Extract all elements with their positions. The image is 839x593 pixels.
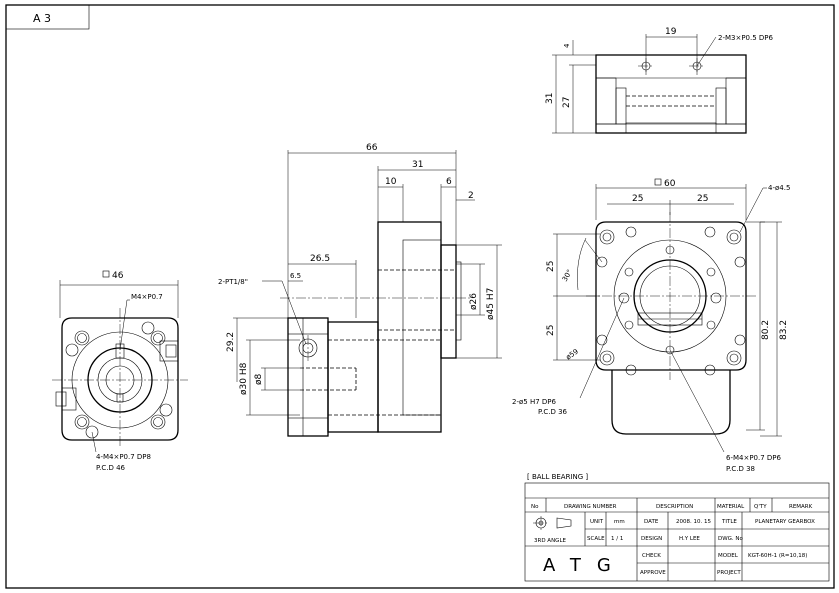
top-dim-19: 19 [665, 27, 677, 37]
sheet-id: A 3 [33, 12, 51, 25]
left-square-dimension: 46 [59, 270, 179, 318]
output-flange-view: 60 25 25 25 25 80.2 83.2 [512, 178, 790, 473]
flange-hole-note: 4-ø4.5 [768, 184, 790, 192]
left-hole-note-1: 4-M4×P0.7 DP8 [96, 453, 151, 461]
dim-2: 2 [468, 191, 474, 201]
title-value: PLANETARY GEARBOX [755, 519, 815, 525]
title-block: [ BALL BEARING ] No DRAWING NUMBER DESCR… [524, 473, 830, 582]
left-end-view: 46 M4×P0.7 4-M4×P0.7 DP8 P.C.D 46 [52, 270, 188, 472]
unit-label: UNIT [590, 519, 604, 525]
side-dimensions: 66 31 10 6 2 26.5 6.5 29.2 ø30 H8 [226, 143, 502, 416]
top-dim-4: 4 [563, 43, 571, 48]
date-label: DATE [644, 519, 659, 525]
scale-label: SCALE [587, 536, 605, 542]
header-drawing-number: DRAWING NUMBER [564, 504, 617, 510]
sheet-border [5, 4, 835, 589]
top-dim-27: 27 [562, 97, 572, 108]
design-value: H.Y LEE [679, 536, 700, 542]
model-value: KGT-60H-1 (R=10,18) [748, 553, 807, 559]
flange-dim-59: ø59 [565, 348, 580, 362]
pt-hole-label: 2-PT1/8" [218, 278, 248, 286]
dim-31: 31 [412, 160, 423, 170]
dim-45-h7: ø45 H7 [486, 288, 496, 320]
angle-label: 3RD ANGLE [534, 538, 567, 544]
approve-label: APPROVE [640, 570, 666, 576]
unit-value: mm [614, 519, 625, 525]
title-label: TITLE [721, 519, 737, 525]
dim-30-h8: ø30 H8 [239, 362, 249, 395]
project-label: PROJECT [717, 570, 741, 576]
left-hole-note-2: P.C.D 46 [96, 464, 126, 472]
flange-dim-80-2: 80.2 [761, 320, 771, 340]
dim-6-5: 6.5 [290, 272, 301, 280]
top-dim-31: 31 [545, 93, 555, 104]
header-remark: REMARK [789, 504, 813, 510]
flange-angle: 30° [561, 268, 574, 283]
dwg-label: DWG. No [718, 536, 744, 542]
dim-26: ø26 [469, 293, 479, 310]
flange-dim-25-top: 25 [546, 261, 556, 272]
flange-dim-25-bottom: 25 [546, 325, 556, 336]
model-label: MODEL [718, 553, 739, 559]
side-elevation-view: 66 31 10 6 2 26.5 6.5 29.2 ø30 H8 [218, 143, 502, 437]
sheet-id-box: A 3 [5, 4, 90, 30]
left-square-value: 46 [112, 271, 124, 281]
top-thread-note: 2-M3×P0.5 DP6 [718, 34, 774, 42]
flange-body-lower [611, 370, 731, 435]
flange-pin-note-1: 2-ø5 H7 DP6 [512, 398, 556, 406]
top-view: 19 31 27 4 2-M3×P0.5 DP6 [545, 27, 774, 134]
scale-value: 1 / 1 [611, 536, 623, 542]
flange-square-value: 60 [664, 179, 676, 189]
check-label: CHECK [642, 553, 661, 559]
dim-10: 10 [385, 177, 397, 187]
dim-66: 66 [366, 143, 378, 153]
side-body-outline [280, 221, 470, 437]
third-angle-symbol [533, 516, 572, 530]
header-qty: Q'TY [754, 504, 767, 510]
header-no: No [531, 504, 539, 510]
flange-tap-note-1: 6-M4×P0.7 DP6 [726, 454, 782, 462]
flange-pin-note-2: P.C.D 36 [538, 408, 568, 416]
bearing-label: [ BALL BEARING ] [527, 473, 588, 481]
flange-outline [595, 221, 747, 371]
dim-6: 6 [446, 177, 452, 187]
flange-dim-25-left: 25 [632, 194, 643, 204]
design-label: DESIGN [641, 536, 662, 542]
flange-dim-25-right: 25 [697, 194, 708, 204]
flange-dim-83-2: 83.2 [779, 320, 789, 340]
dim-26-5: 26.5 [310, 254, 330, 264]
dim-8: ø8 [254, 373, 264, 385]
flange-tap-note-2: P.C.D 38 [726, 465, 755, 473]
left-tapped-hole-label: M4×P0.7 [131, 293, 163, 301]
dim-29-2: 29.2 [226, 332, 236, 352]
header-material: MATERIAL [717, 504, 745, 510]
company-logo-text: ATG [543, 555, 627, 576]
left-flange-outline [61, 317, 179, 441]
header-description: DESCRIPTION [656, 504, 693, 510]
date-value: 2008. 10. 15 [676, 519, 711, 525]
